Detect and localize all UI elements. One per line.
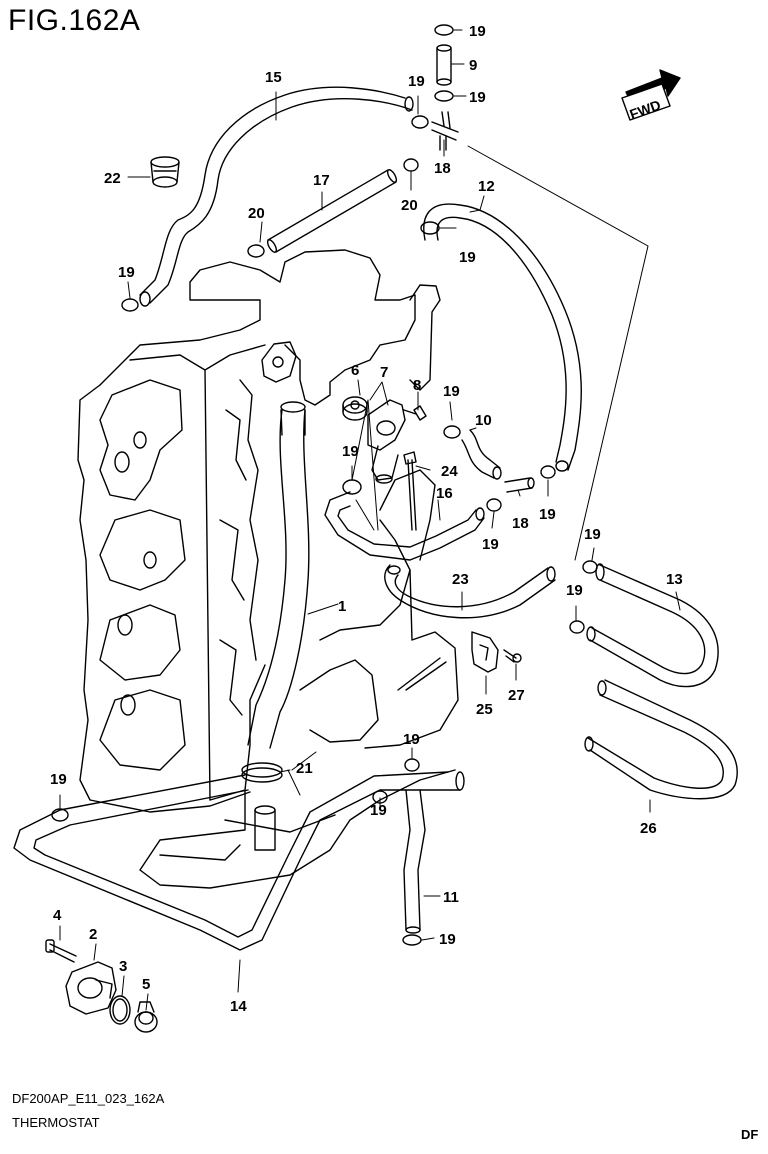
callout-19: 19 [443,383,460,400]
callout-12: 12 [478,178,495,195]
grommet-22 [150,156,180,188]
callout-19: 19 [118,264,135,281]
callout-19: 19 [539,506,556,523]
hose-15 [139,86,414,307]
hose-14 [13,771,465,951]
tee-joint-18-mid [504,477,535,493]
callout-14: 14 [230,998,247,1015]
clamp-19 [51,24,598,946]
figure-code: DF200AP_E11_023_162A [12,1091,165,1106]
callout-18-mid: 18 [512,515,529,532]
callout-19: 19 [342,443,359,460]
callout-2: 2 [89,926,97,943]
callout-26: 26 [640,820,657,837]
hose-11 [403,789,426,934]
callout-17: 17 [313,172,330,189]
callout-10: 10 [475,412,492,429]
callout-19: 19 [482,536,499,553]
thermostat-cover-7 [367,399,406,484]
bolt-27 [503,649,522,663]
callout-16: 16 [436,485,453,502]
callout-20: 20 [401,197,418,214]
bolt-8 [403,405,427,421]
callout-19: 19 [469,23,486,40]
callout-3: 3 [119,958,127,975]
callout-9: 9 [469,57,477,74]
callout-21: 21 [296,760,313,777]
callout-19: 19 [403,731,420,748]
callout-25: 25 [476,701,493,718]
fwd-arrow [621,69,681,121]
callout-5: 5 [142,976,150,993]
callout-6: 6 [351,362,359,379]
gasket-3 [109,995,131,1025]
engine-block [77,249,459,889]
hose-13 [586,563,719,688]
callout-18-top: 18 [434,160,451,177]
joint-9 [436,44,452,86]
hose-23 [384,564,556,619]
callout-19: 19 [469,89,486,106]
callout-7: 7 [380,364,388,381]
thermostat-6 [342,396,368,421]
callout-19: 19 [459,249,476,266]
clamp-21 [241,762,283,783]
callout-23: 23 [452,571,469,588]
callout-24: 24 [441,463,458,480]
callout-20: 20 [248,205,265,222]
callout-19: 19 [584,526,601,543]
hose-26 [584,679,738,800]
callout-19: 19 [50,771,67,788]
hose-10 [461,429,502,480]
bracket-25 [471,631,499,673]
callout-8: 8 [413,377,421,394]
cover-2 [65,961,117,1015]
figure-name: THERMOSTAT [12,1115,100,1130]
hose-17 [266,169,398,253]
callout-15: 15 [265,69,282,86]
dipstick-24 [403,451,417,531]
callout-19: 19 [439,931,456,948]
callout-19: 19 [370,802,387,819]
hose-16 [324,491,485,561]
hose-1 [247,401,310,749]
corner-mark: DF [741,1127,759,1142]
plug-5 [134,1001,158,1033]
figure-title: FIG.162A [8,4,141,37]
clamp-20 [247,158,419,258]
callout-27: 27 [508,687,525,704]
tee-joint-18-top [431,111,459,151]
callout-11: 11 [443,889,459,906]
hose-12 [423,203,582,472]
leader-lines [59,29,681,1011]
callout-19: 19 [566,582,583,599]
callout-4: 4 [53,907,62,924]
callouts: 1 2 3 4 5 6 7 8 9 10 11 12 13 14 15 16 1… [50,23,683,1015]
callout-1: 1 [338,598,346,615]
callout-22: 22 [104,170,121,187]
bolt-4 [45,939,77,963]
callout-13: 13 [666,571,683,588]
callout-19: 19 [408,73,425,90]
